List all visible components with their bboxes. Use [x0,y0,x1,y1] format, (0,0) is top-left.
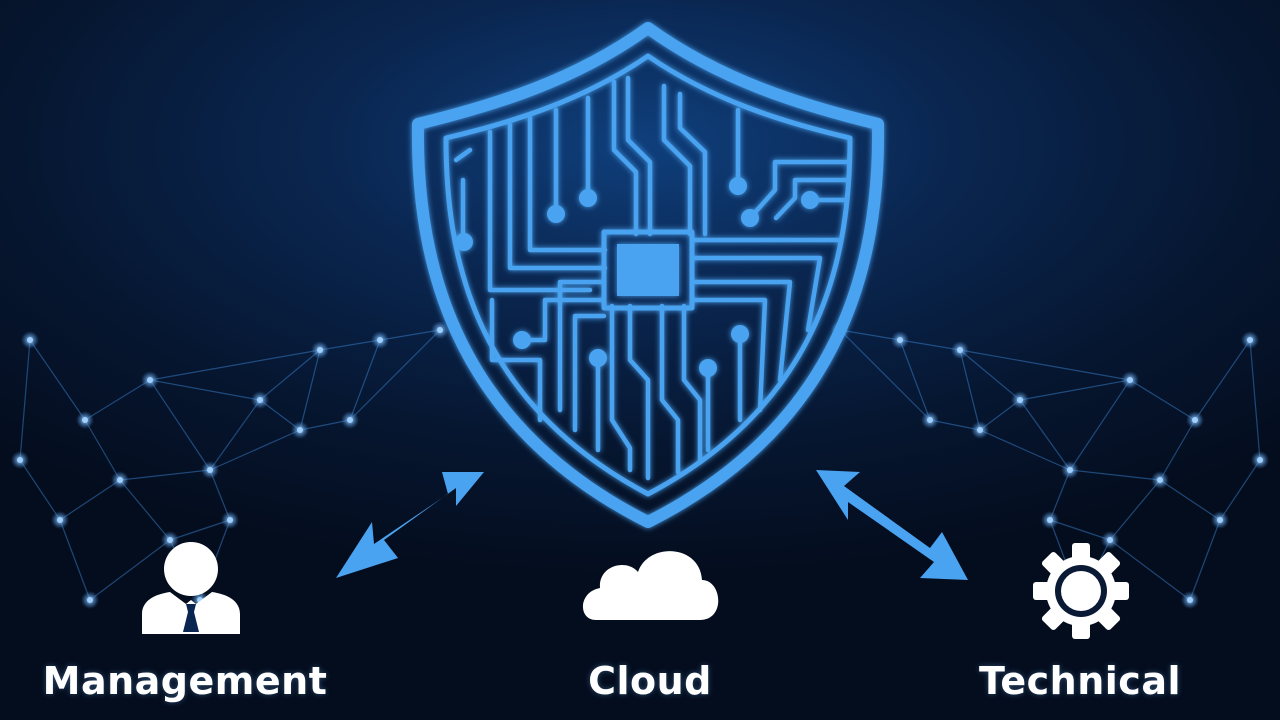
mesh-link [899,339,961,351]
mesh-node [977,427,983,433]
mesh-node [957,347,963,353]
mesh-link [1194,339,1251,421]
shield-outer-outline [411,22,885,528]
user-tie-icon [142,542,240,634]
mesh-node [207,467,213,473]
mesh-node [57,517,63,523]
mesh-link [1159,419,1196,481]
mesh-node [927,417,933,423]
mesh-node [437,327,443,333]
mesh-link [1249,339,1261,461]
mesh-link [149,379,261,401]
mesh-link [979,429,1071,471]
mesh-link [119,479,171,541]
mesh-link [1049,519,1111,541]
mesh-link [959,349,1131,381]
circuit-pads [455,177,819,377]
mesh-node [377,337,383,343]
mesh-node [1192,417,1198,423]
shield-inner-outline [443,53,853,497]
mesh-node [1067,467,1073,473]
mesh-link [839,329,901,341]
mesh-link [209,429,301,471]
shield-circuit-icon [411,22,885,528]
chip-outline [601,229,695,311]
mesh-node [1127,377,1133,383]
mesh-node [1217,517,1223,523]
gear-icon [1033,543,1129,639]
mesh-link [1129,379,1196,421]
double-arrow-icon-right [816,470,968,580]
mesh-node [27,337,33,343]
mesh-link [1219,459,1261,521]
mesh-link [349,339,381,421]
mesh-node [87,597,93,603]
mesh-link [1109,479,1161,541]
mesh-link [379,329,441,341]
mesh-link [209,399,261,471]
mesh-node [82,417,88,423]
mesh-link [29,339,86,421]
cloud-icon [582,551,719,620]
mesh-link [1019,399,1071,471]
mesh-link [119,469,211,481]
mesh-link [1189,519,1221,601]
mesh-node [117,477,123,483]
mesh-node [1157,477,1163,483]
mesh-link [1069,379,1131,471]
mesh-node [227,517,233,523]
mesh-link [1019,379,1131,401]
mesh-node [1107,537,1113,543]
mesh-node [897,337,903,343]
mesh-link [1159,479,1221,521]
label-technical: Technical [979,659,1181,703]
mesh-node [317,347,323,353]
mesh-link [149,349,321,381]
mesh-link [959,349,981,431]
mesh-link [59,519,91,601]
mesh-node [17,457,23,463]
mesh-node [347,417,353,423]
mesh-node [167,537,173,543]
mesh-node [1247,337,1253,343]
mesh-link [299,349,321,431]
chip-core [617,244,679,296]
mesh-link [19,459,61,521]
mesh-node [147,377,153,383]
mesh-node [1017,397,1023,403]
mesh-link [149,379,211,471]
label-cloud: Cloud [588,659,712,703]
mesh-link [899,339,931,421]
mesh-link [349,329,441,421]
mesh-node [297,427,303,433]
mesh-link [1069,469,1161,481]
mesh-link [89,539,171,601]
mesh-link [959,349,1021,401]
mesh-link [19,339,31,461]
mesh-link [319,339,381,351]
mesh-link [1109,539,1191,601]
mesh-node [1257,457,1263,463]
mesh-link [259,349,321,401]
mesh-link [169,519,231,541]
mesh-link [839,329,931,421]
mesh-link [84,419,121,481]
mesh-node [1187,597,1193,603]
double-arrow-icon-left [336,472,484,578]
mesh-node [1047,517,1053,523]
mesh-link [84,379,151,421]
mesh-node [257,397,263,403]
label-management: Management [42,659,328,703]
circuit-traces [453,75,849,481]
mesh-link [59,479,121,521]
